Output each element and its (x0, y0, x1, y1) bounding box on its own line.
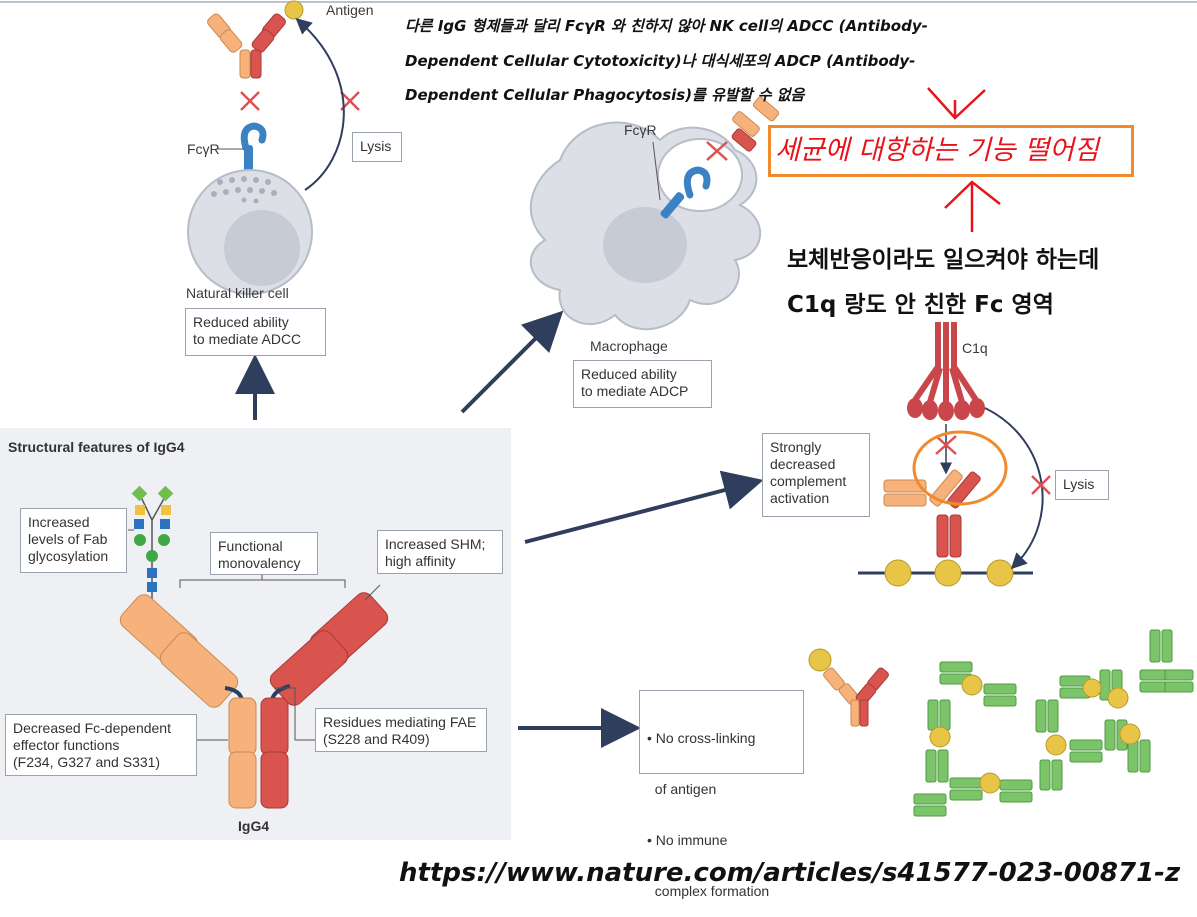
phagocytic-cup (657, 138, 743, 212)
nk-lysis-label: Lysis (352, 132, 402, 162)
macrophage-antibody (731, 96, 780, 152)
igg4-label: IgG4 (238, 818, 270, 834)
fc-highlight-ellipse (912, 430, 1008, 506)
complement-section (524, 322, 1051, 587)
top-note-line-1: 다른 IgG 형제들과 달리 FcγR 와 친하지 않아 NK cell의 AD… (405, 17, 928, 35)
macrophage-fcgr-receptor (652, 141, 711, 219)
nk-fcgr-label: FcγR (187, 141, 220, 157)
macrophage-block-x (706, 141, 728, 161)
surface-antigen (986, 559, 1014, 587)
nk-granules (211, 176, 277, 204)
nk-adcc-box: Reduced ability to mediate ADCC (185, 308, 326, 356)
fc-effector-box: Decreased Fc-dependent effector function… (5, 714, 197, 776)
fab-glyco-line-3: glycosylation (28, 548, 109, 564)
complement-note-line-2: C1q 랑도 안 친한 Fc 영역 (787, 292, 1054, 318)
complement-antibody (883, 469, 981, 558)
fc-effector-line-1: Decreased Fc-dependent (13, 720, 171, 736)
nk-cell-nucleus (224, 210, 300, 286)
monovalency-box: Functional monovalency (210, 532, 318, 575)
complement-activation-box: Strongly decreased complement activation (762, 433, 870, 517)
fab-glycan (131, 485, 174, 600)
c1q-block-x (935, 435, 957, 455)
igg4-half-antibody (808, 648, 889, 727)
top-note-line-3: Dependent Cellular Phagocytosis)를 유발할 수 … (405, 86, 805, 104)
macrophage-label: Macrophage (590, 338, 668, 354)
highlight-note-box: 세균에 대항하는 기능 떨어짐 (768, 125, 1134, 177)
macrophage-box-line-2: to mediate ADCP (581, 383, 689, 399)
igg-immune-complex (913, 629, 1194, 817)
complement-lysis-label: Lysis (1055, 470, 1109, 500)
arrow-to-macrophage (460, 310, 564, 414)
shm-line-1: Increased SHM; (385, 536, 486, 552)
fab-glyco-line-2: levels of Fab (28, 531, 108, 547)
complement-lysis-arrow (984, 407, 1044, 570)
macrophage-nucleus (603, 207, 687, 283)
crosslink-line-4: complex formation (647, 883, 770, 899)
c1q-label: C1q (962, 340, 988, 356)
fae-line-2: (S228 and R409) (323, 731, 430, 747)
complement-box-line-2: decreased (770, 456, 836, 472)
antigen-label: Antigen (326, 2, 374, 18)
macrophage-box-line-1: Reduced ability (581, 366, 677, 382)
complement-lysis-x (1031, 475, 1051, 495)
complement-box-line-3: complement (770, 473, 847, 489)
fab-glycosylation-box: Increased levels of Fab glycosylation (20, 508, 127, 573)
complement-box-line-4: activation (770, 490, 830, 506)
red-chevron-annotations (927, 87, 1001, 232)
panel-title: Structural features of IgG4 (8, 439, 185, 455)
fab-glyco-line-1: Increased (28, 514, 90, 530)
macrophage-fcgr-label: FcγR (624, 122, 657, 138)
c1q-molecule (907, 322, 985, 421)
fae-line-1: Residues mediating FAE (323, 714, 477, 730)
complement-box-line-1: Strongly (770, 439, 822, 455)
macrophage-adcp-box: Reduced ability to mediate ADCP (573, 360, 712, 408)
complement-note-line-1: 보체반응이라도 일으켜야 하는데 (787, 247, 1100, 273)
arrow-to-complement (524, 470, 764, 544)
crosslink-box: • No cross-linking of antigen • No immun… (639, 690, 804, 899)
surface-antigen (934, 559, 962, 587)
surface-antigen (884, 559, 912, 587)
monovalency-line-2: monovalency (218, 555, 301, 571)
fae-box: Residues mediating FAE (S228 and R409) (315, 708, 487, 752)
nk-cell-label: Natural killer cell (186, 285, 289, 301)
igg4-structure (119, 485, 389, 809)
nk-box-line-2: to mediate ADCC (193, 331, 302, 347)
top-note-line-2: Dependent Cellular Cytotoxicity)나 대식세포의 … (405, 52, 916, 70)
monovalency-line-1: Functional (218, 538, 283, 554)
nk-box-line-1: Reduced ability (193, 314, 289, 330)
crosslink-line-2: of antigen (647, 781, 717, 797)
fc-effector-line-3: (F234, G327 and S331) (13, 754, 161, 770)
immune-complex-antigens (929, 674, 1141, 794)
macrophage-section (460, 96, 780, 414)
nk-block-x (240, 91, 360, 111)
shm-box: Increased SHM; high affinity (377, 530, 503, 574)
nk-lysis-arrow (295, 18, 345, 191)
nk-antibody (207, 0, 304, 79)
nk-section (187, 0, 360, 420)
crosslink-line-1: • No cross-linking (647, 730, 756, 746)
fc-effector-line-2: effector functions (13, 737, 120, 753)
shm-line-2: high affinity (385, 553, 456, 569)
source-url[interactable]: https://www.nature.com/articles/s41577-0… (399, 858, 1181, 888)
crosslink-line-3: • No immune (647, 832, 728, 848)
